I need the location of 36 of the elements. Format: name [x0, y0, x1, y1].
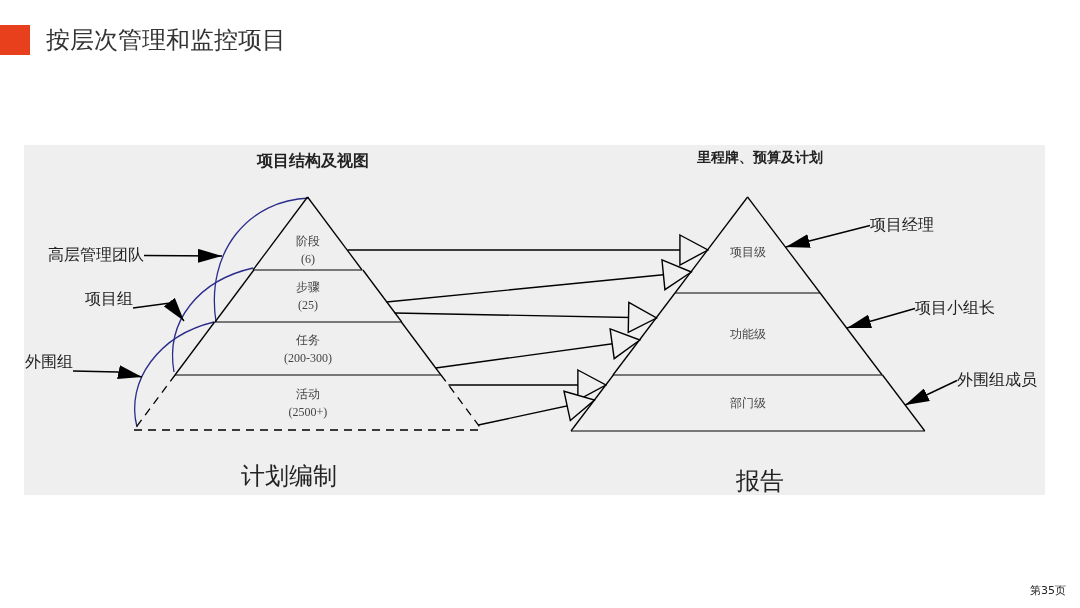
arrow	[72, 365, 143, 379]
layer-label: 项目级	[730, 244, 766, 261]
section-heading: 里程牌、预算及计划	[697, 149, 823, 167]
caption: 报告	[736, 467, 784, 496]
layer-label: 步骤	[296, 279, 320, 296]
layer-label: (25)	[298, 297, 318, 314]
block-arrow	[477, 390, 596, 426]
block-arrow	[385, 259, 692, 303]
arrow	[143, 248, 223, 263]
arrow	[132, 297, 185, 322]
arrow	[904, 379, 958, 406]
layer-label: 部门级	[730, 395, 766, 412]
slide-title: 按层次管理和监控项目	[46, 25, 286, 56]
role-label: 外围组	[25, 352, 73, 373]
caption: 计划编制	[241, 462, 337, 491]
role-label: 高层管理团队	[48, 245, 144, 266]
curved-bracket	[172, 267, 254, 373]
layer-label: 功能级	[730, 326, 766, 343]
arrow	[846, 307, 916, 329]
block-arrow	[435, 328, 641, 369]
curved-bracket	[134, 321, 215, 428]
role-label: 项目经理	[870, 215, 934, 236]
layer-label: 阶段	[296, 233, 320, 250]
layer-label: (200-300)	[284, 349, 332, 367]
layer-label: (2500+)	[288, 403, 328, 421]
page-number: 第35页	[1030, 583, 1066, 598]
layer-label: (6)	[301, 251, 315, 268]
block-arrow	[346, 234, 709, 266]
role-label: 项目小组长	[915, 298, 995, 319]
layer-label: 任务	[296, 331, 320, 349]
section-heading: 项目结构及视图	[257, 151, 369, 172]
block-arrow	[393, 301, 658, 334]
layer-label: 活动	[296, 385, 320, 403]
arrow	[785, 224, 871, 248]
role-label: 项目组	[85, 289, 133, 310]
role-label: 外围组成员	[957, 370, 1037, 391]
